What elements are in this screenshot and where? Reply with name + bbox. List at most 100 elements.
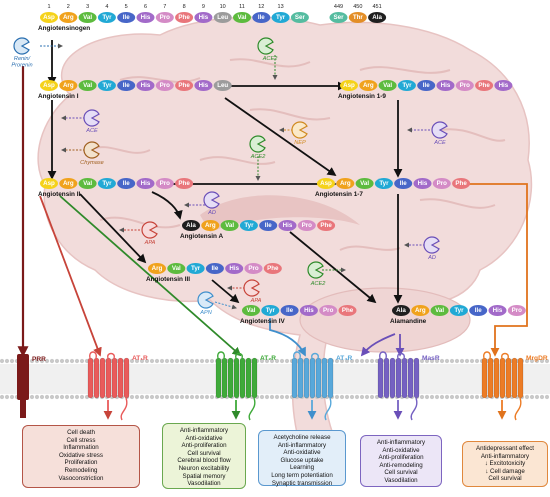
residue-phe	[175, 80, 194, 91]
enzyme-renin: Renin/Prorenin	[11, 37, 33, 69]
residue-label: Asp	[43, 180, 55, 187]
residue-arg	[359, 80, 378, 91]
lipid-head	[269, 358, 275, 364]
effects-PRR_AT1R-effect: Oxidative stress	[58, 451, 103, 459]
residue-label: His	[304, 307, 314, 314]
residue-pro	[297, 220, 316, 231]
effects-AT2R-effect: Cell survival	[187, 449, 221, 457]
lipid-head	[364, 394, 370, 400]
residue-label: Phe	[320, 222, 332, 229]
helix	[291, 357, 298, 399]
residue-val	[78, 80, 97, 91]
residue-ile	[252, 12, 271, 23]
residue-label: His	[141, 180, 151, 187]
residue-label: Tyr	[244, 222, 254, 229]
effects-AT2R-effect: Anti-inflammatory	[179, 427, 229, 434]
residue-his	[436, 80, 455, 91]
lipid-head	[204, 394, 210, 400]
position-number: 451	[373, 4, 382, 10]
effects-MrgDR-effect: Cell survival	[488, 475, 522, 483]
residue-phe	[475, 80, 494, 91]
effects-AT4R-effect: Anti-inflammatory	[277, 441, 327, 449]
lipid-head	[184, 358, 190, 364]
effects-MrgDR-effect: Anti-inflammatory	[480, 452, 530, 460]
lipid-head	[69, 394, 75, 400]
lipid-head	[354, 394, 360, 400]
lipid-head	[149, 358, 155, 364]
residue-label: Ala	[372, 14, 382, 21]
arrow-angA-to-alamandine	[289, 231, 377, 304]
lipid-head	[459, 394, 465, 400]
helix	[215, 357, 222, 399]
residue-tyr	[97, 12, 116, 23]
enzyme-icon	[141, 221, 158, 239]
receptor-label-at2r: AT₂R	[260, 355, 276, 362]
residue-tyr	[186, 263, 205, 274]
residue-label: Pro	[512, 307, 523, 314]
residue-his	[494, 80, 513, 91]
residue-label: His	[229, 265, 239, 272]
lipid-head	[369, 358, 375, 364]
enzyme-ace_right: ACE	[431, 121, 448, 146]
lipid-head	[59, 394, 65, 400]
residue-label: Thr	[353, 14, 364, 21]
residue-label: Ile	[265, 222, 272, 229]
lipid-head	[9, 394, 15, 400]
helix	[407, 357, 414, 399]
residue-label: Ala	[396, 307, 406, 314]
lipid-head	[194, 394, 200, 400]
enzyme-icon	[197, 291, 214, 309]
lipid-head	[179, 358, 185, 364]
lipid-head	[439, 394, 445, 400]
enzyme-ace_left: ACE	[83, 109, 100, 134]
lipid-head	[164, 358, 170, 364]
lipid-head	[344, 394, 350, 400]
residue-arg	[336, 178, 355, 189]
residue-label: His	[418, 180, 428, 187]
lipid-head	[279, 394, 285, 400]
helix	[383, 357, 390, 399]
effects-AT4R-effect: Learning	[289, 464, 315, 472]
position-number: 2	[67, 4, 70, 10]
residue-label: His	[499, 82, 509, 89]
lipid-head	[544, 394, 550, 400]
arrow-ang2-to-angA	[151, 191, 183, 220]
enzyme-icon	[13, 37, 30, 55]
lipid-head	[64, 394, 70, 400]
lipid-head	[449, 394, 455, 400]
residue-label: His	[141, 14, 151, 21]
enzyme-icon	[431, 121, 448, 139]
residue-label: Asp	[343, 82, 355, 89]
residue-label: Leu	[217, 82, 228, 89]
lipid-head	[264, 358, 270, 364]
effects-AT4R-effect: Glucose uptake	[280, 456, 324, 464]
helix	[315, 357, 322, 399]
lipid-head	[424, 358, 430, 364]
effects-MasR-effect: Anti-proliferation	[378, 454, 424, 462]
effects-AT4R-effect: Anti-oxidative	[283, 449, 321, 457]
lipid-head	[64, 358, 70, 364]
helix	[251, 357, 258, 399]
position-number: 9	[202, 4, 205, 10]
residue-label: Ile	[286, 307, 293, 314]
residue-label: Pro	[302, 222, 313, 229]
enzyme-label: APN	[199, 310, 212, 316]
residue-val	[167, 263, 186, 274]
helix	[111, 357, 118, 399]
peptide-label-ang4: Angiotensin IV	[240, 318, 285, 325]
lipid-head	[139, 394, 145, 400]
residue-arg	[59, 178, 78, 189]
lipid-head	[199, 394, 205, 400]
lipid-head	[34, 358, 40, 364]
peptide-label-ang17: Angiotensin 1-7	[315, 191, 363, 198]
lipid-head	[444, 358, 450, 364]
residue-label: Tyr	[102, 82, 112, 89]
residue-ala	[368, 12, 387, 23]
lipid-head	[9, 358, 15, 364]
residue-label: Phe	[455, 180, 467, 187]
enzyme-label: Renin/	[14, 56, 32, 62]
arrow-ang17-to-masr	[360, 333, 396, 357]
